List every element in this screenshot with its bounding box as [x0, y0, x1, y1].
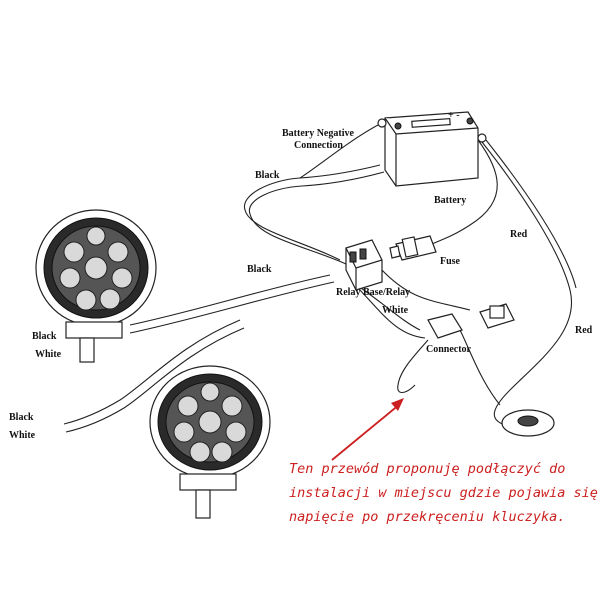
annotation-line-2: instalacji w miejscu gdzie pojawia się — [289, 485, 598, 501]
label-lamp1-black: Black — [32, 331, 57, 342]
label-black-top: Black — [255, 170, 280, 181]
battery: + - — [377, 110, 487, 187]
label-relay: Relay Base/Relay — [336, 287, 410, 298]
label-battery-negative-1: Battery Negative — [282, 128, 354, 139]
lamp-1 — [35, 209, 157, 363]
label-battery: Battery — [434, 195, 466, 206]
label-tail-black: Black — [9, 412, 34, 423]
label-connector: Connector — [426, 344, 472, 355]
annotation-arrow — [331, 398, 404, 461]
label-fuse: Fuse — [440, 256, 461, 267]
battery-terminal-marks: + - — [448, 110, 460, 121]
label-red-right: Red — [575, 325, 593, 336]
label-white-mid: White — [382, 305, 409, 316]
annotation-line-1: Ten przewód proponuję podłączyć do — [289, 461, 565, 477]
connector — [427, 303, 515, 339]
label-battery-negative-2: Connection — [294, 140, 343, 151]
annotation-text: Ten przewód proponuję podłączyć do insta… — [289, 461, 598, 525]
switch — [501, 409, 555, 437]
lamp-2 — [149, 365, 271, 519]
relay — [345, 239, 383, 291]
annotation-line-3: napięcie po przekręceniu kluczyka. — [289, 509, 565, 525]
label-red-top: Red — [510, 229, 528, 240]
label-tail-white: White — [9, 430, 36, 441]
labels: Battery Negative Connection Battery Blac… — [9, 128, 593, 441]
label-lamp1-white: White — [35, 349, 62, 360]
label-black-mid: Black — [247, 264, 272, 275]
fuse — [389, 235, 437, 261]
